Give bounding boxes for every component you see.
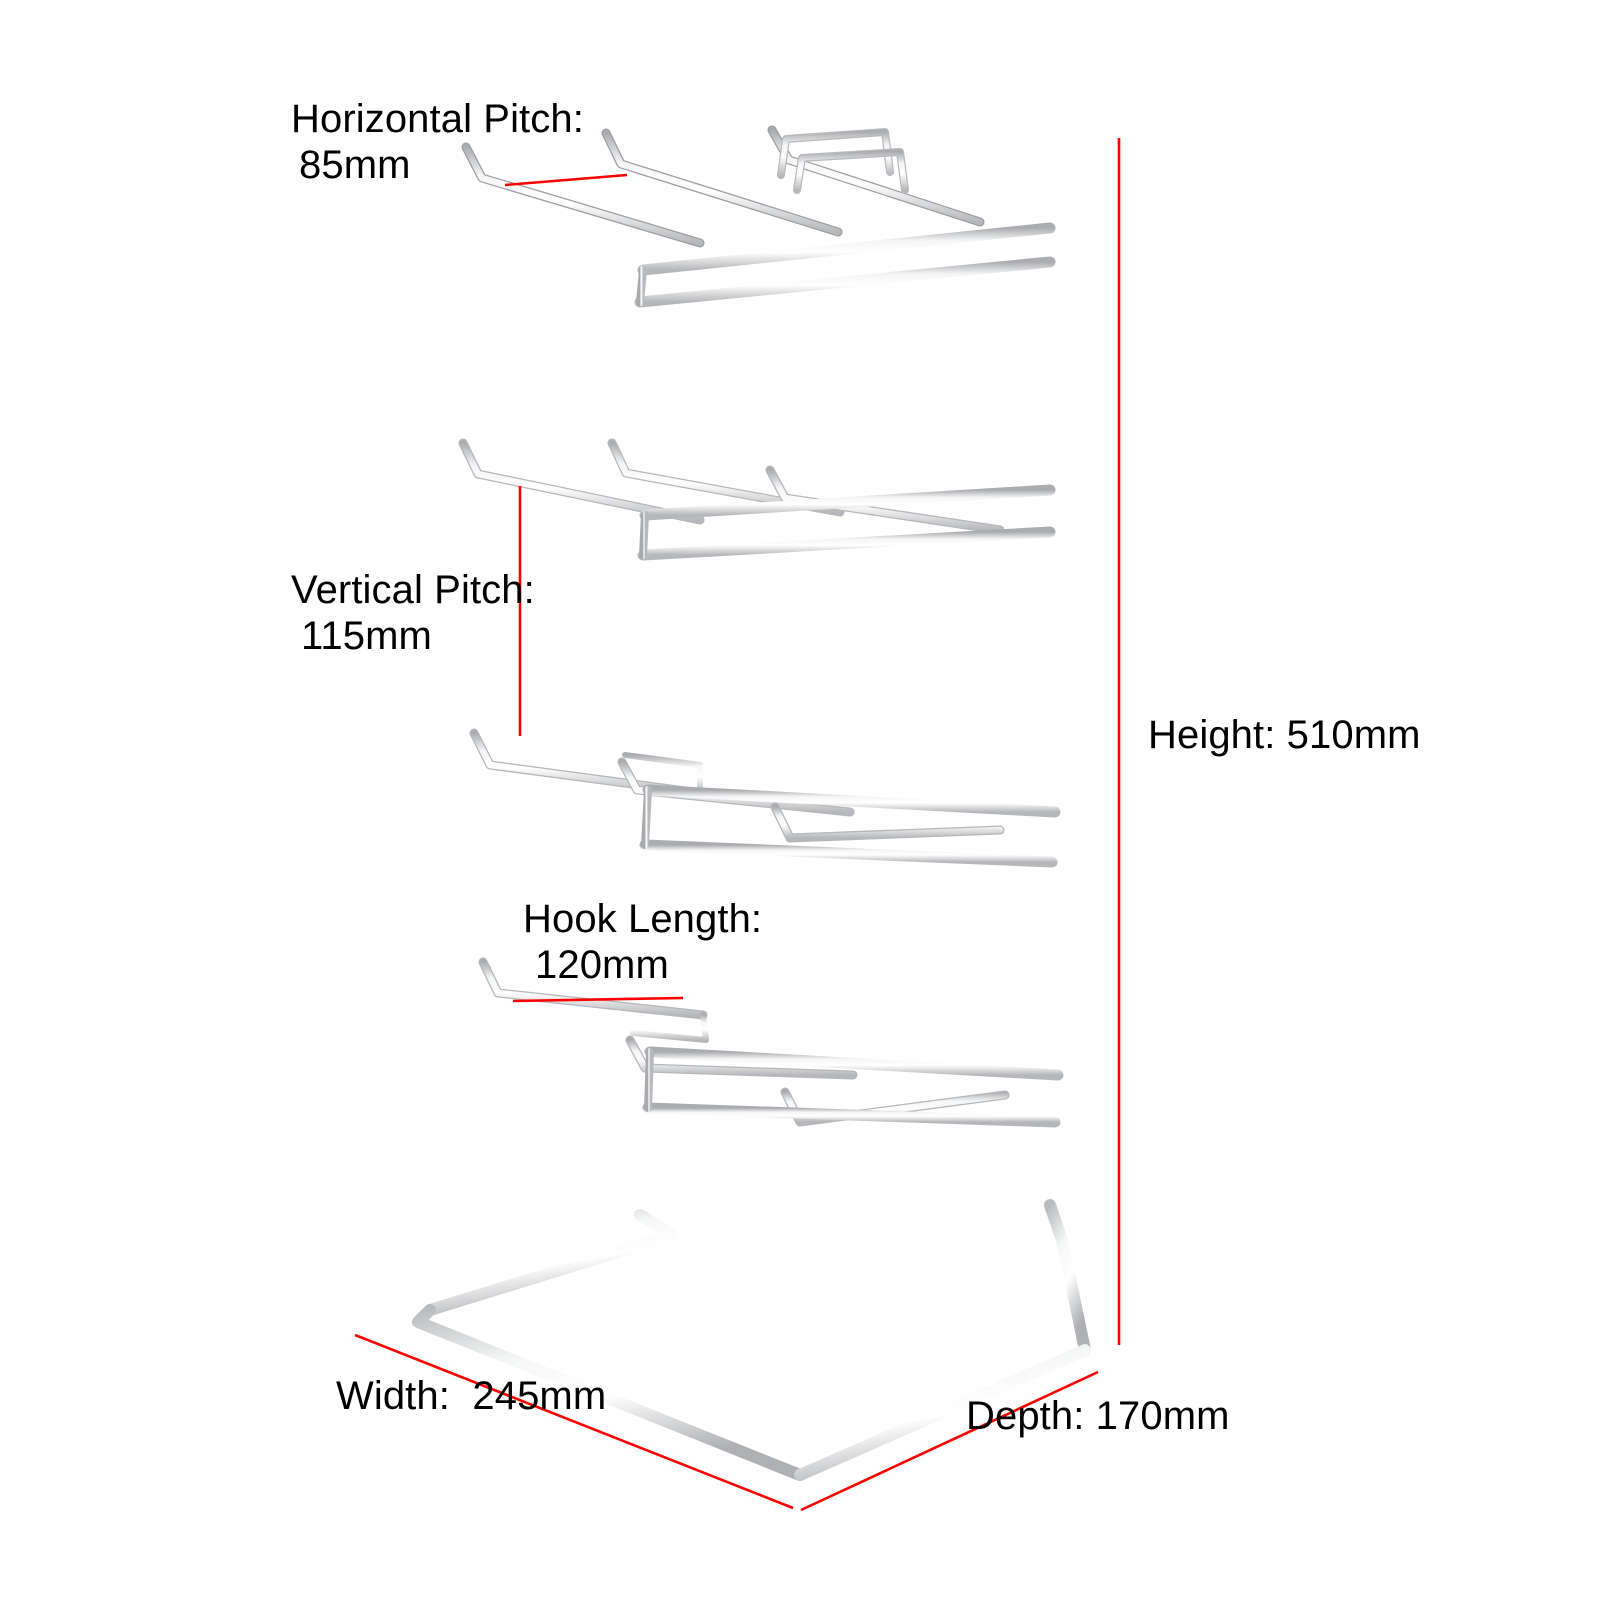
width-dimension-line	[354, 1333, 794, 1510]
rack-base	[412, 1199, 1091, 1481]
horizontal-pitch-dimension-line	[504, 173, 628, 187]
depth-label: Depth: 170mm	[966, 1394, 1230, 1438]
hook-length-value: 120mm	[535, 943, 669, 988]
depth-dimension-line	[800, 1370, 1099, 1512]
tier-1-hooks	[461, 125, 985, 248]
rack-tier-3	[469, 728, 1061, 868]
vertical-pitch-label: Vertical Pitch:115mm	[291, 567, 535, 660]
rack-frame-posts	[634, 222, 1056, 1221]
hook-length-title: Hook Length:	[523, 897, 763, 941]
hook-length-dimension-line	[512, 996, 684, 1003]
tier-2-hooks	[458, 438, 1005, 535]
vertical-pitch-value: 115mm	[301, 614, 432, 659]
hook-length-label: Hook Length:120mm	[523, 896, 762, 989]
height-label: Height: 510mm	[1148, 713, 1421, 757]
vertical-pitch-title: Vertical Pitch:	[291, 568, 535, 612]
rack-tier-1	[461, 125, 1056, 308]
width-label: Width: 245mm	[336, 1374, 607, 1418]
horizontal-pitch-title: Horizontal Pitch:	[291, 97, 584, 141]
tier-3-hooks	[469, 728, 1005, 843]
horizontal-pitch-value: 85mm	[299, 143, 411, 188]
dimension-lines	[354, 138, 1121, 1512]
rack-tier-2	[458, 438, 1056, 566]
horizontal-pitch-label: Horizontal Pitch:85mm	[291, 96, 584, 189]
